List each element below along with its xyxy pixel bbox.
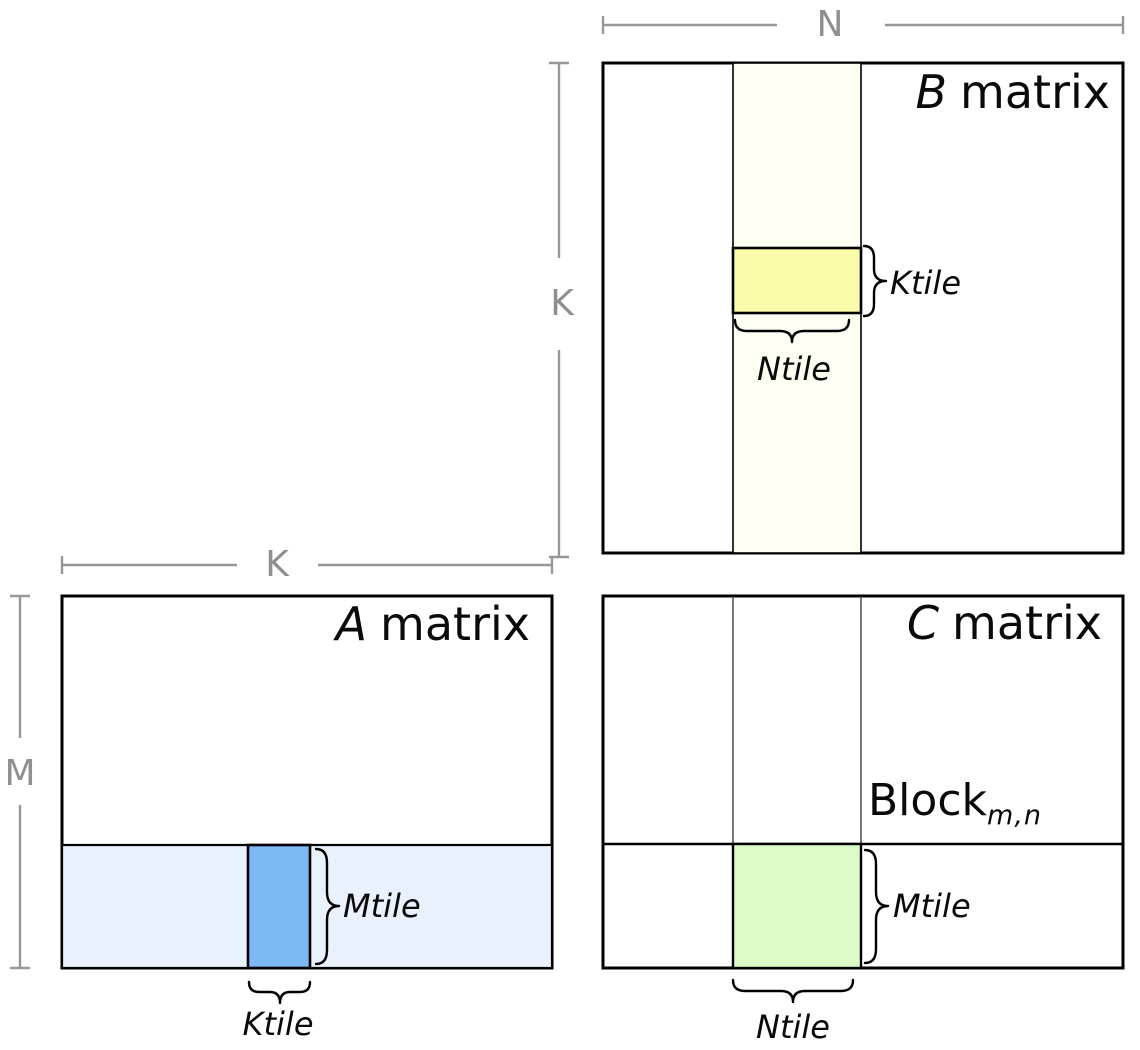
c-ntile-label: Ntile <box>756 1008 830 1046</box>
c-block-tile <box>731 842 863 970</box>
dim-label-n: N <box>816 4 844 45</box>
b-ktile-label: Ktile <box>890 264 961 302</box>
b-matrix-title-word: matrix <box>960 65 1110 119</box>
c-block-label-base: Block <box>868 775 988 826</box>
k-dimension-line-a <box>60 556 554 574</box>
c-block-label-subscript: m,n <box>987 800 1043 831</box>
b-ntile-label: Ntile <box>757 350 831 388</box>
k-dimension-line-b <box>549 61 569 559</box>
dim-label-m: M <box>4 753 36 794</box>
dim-label-k-a: K <box>265 544 289 585</box>
c-block-label: Blockm,n <box>868 779 1042 830</box>
c-ntile-underbrace <box>731 978 855 1004</box>
a-mtile-label: Mtile <box>343 887 421 925</box>
b-matrix-outline <box>601 61 1125 555</box>
b-ntile-underbrace <box>733 318 851 344</box>
c-matrix-outline <box>601 594 1125 970</box>
a-mtile-ktile-tile <box>246 843 312 970</box>
a-matrix-title-letter: A <box>335 597 368 651</box>
dim-label-k-b: K <box>550 283 574 324</box>
n-dimension-line <box>601 16 1125 34</box>
m-dimension-line <box>10 594 30 970</box>
c-matrix-title-word: matrix <box>952 596 1102 650</box>
a-matrix-title-word: matrix <box>380 597 530 651</box>
c-mtile-label: Mtile <box>893 887 971 925</box>
c-mtile-brace <box>863 848 890 965</box>
b-ktile-ntile-tile <box>731 246 863 315</box>
a-ktile-underbrace <box>247 980 312 1005</box>
c-matrix-title-letter: C <box>906 596 940 650</box>
c-block-column-lines <box>732 596 862 844</box>
a-ktile-label: Ktile <box>242 1005 314 1043</box>
a-mtile-brace <box>314 847 341 966</box>
b-ktile-brace <box>862 244 888 318</box>
b-matrix-title-letter: B <box>915 65 948 119</box>
